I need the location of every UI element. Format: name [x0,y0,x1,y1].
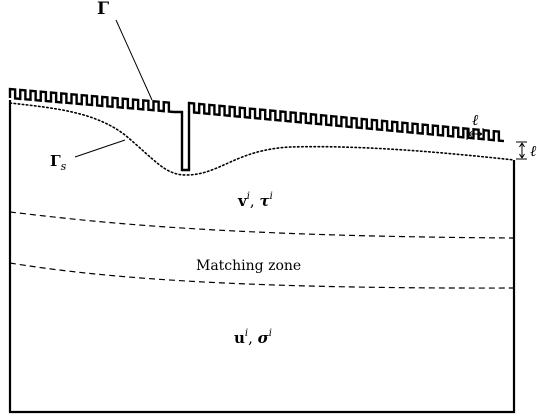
domain-boundary [8,100,516,414]
upper-field-v-sup: i [247,191,250,202]
ell-height-arrowhead-bottom [519,153,525,159]
gamma-s-subscript: s [61,160,67,173]
ell-height-arrowhead-top [519,142,525,148]
ell-height-label: ℓ [530,142,536,160]
smooth-boundary-gamma-s [9,102,515,176]
gamma-leader-line [115,19,153,101]
rough-boundary-right [187,101,505,143]
gamma-s-leader-line [74,139,126,158]
matching-zone-lower-boundary [9,262,515,289]
gamma-s-main: Γ [50,152,61,170]
gamma-s-label: Γs [50,152,67,173]
upper-field-tau-sup: i [270,191,273,202]
upper-field-sep: , [250,192,260,210]
upper-field-v: v [237,192,248,210]
lower-field-sigma: σ [258,329,270,347]
gamma-label: Γ [97,0,109,19]
boundary-slot [174,110,191,172]
lower-field-sigma-sup: i [269,328,272,339]
ell-width-arrowhead-right [477,131,483,137]
lower-field-label: ui, σi [234,328,272,347]
ell-width-label: ℓ [472,111,478,129]
lower-field-u-sup: i [245,328,248,339]
upper-field-tau: τ [259,192,270,210]
lower-field-sep: , [248,329,258,347]
rough-boundary-left [8,87,175,114]
lower-field-u: u [234,329,245,347]
matching-zone-label: Matching zone [196,258,301,274]
upper-field-label: vi, τi [237,191,273,210]
matching-zone-upper-boundary [9,211,515,239]
ell-width-arrowhead-left [467,131,473,137]
